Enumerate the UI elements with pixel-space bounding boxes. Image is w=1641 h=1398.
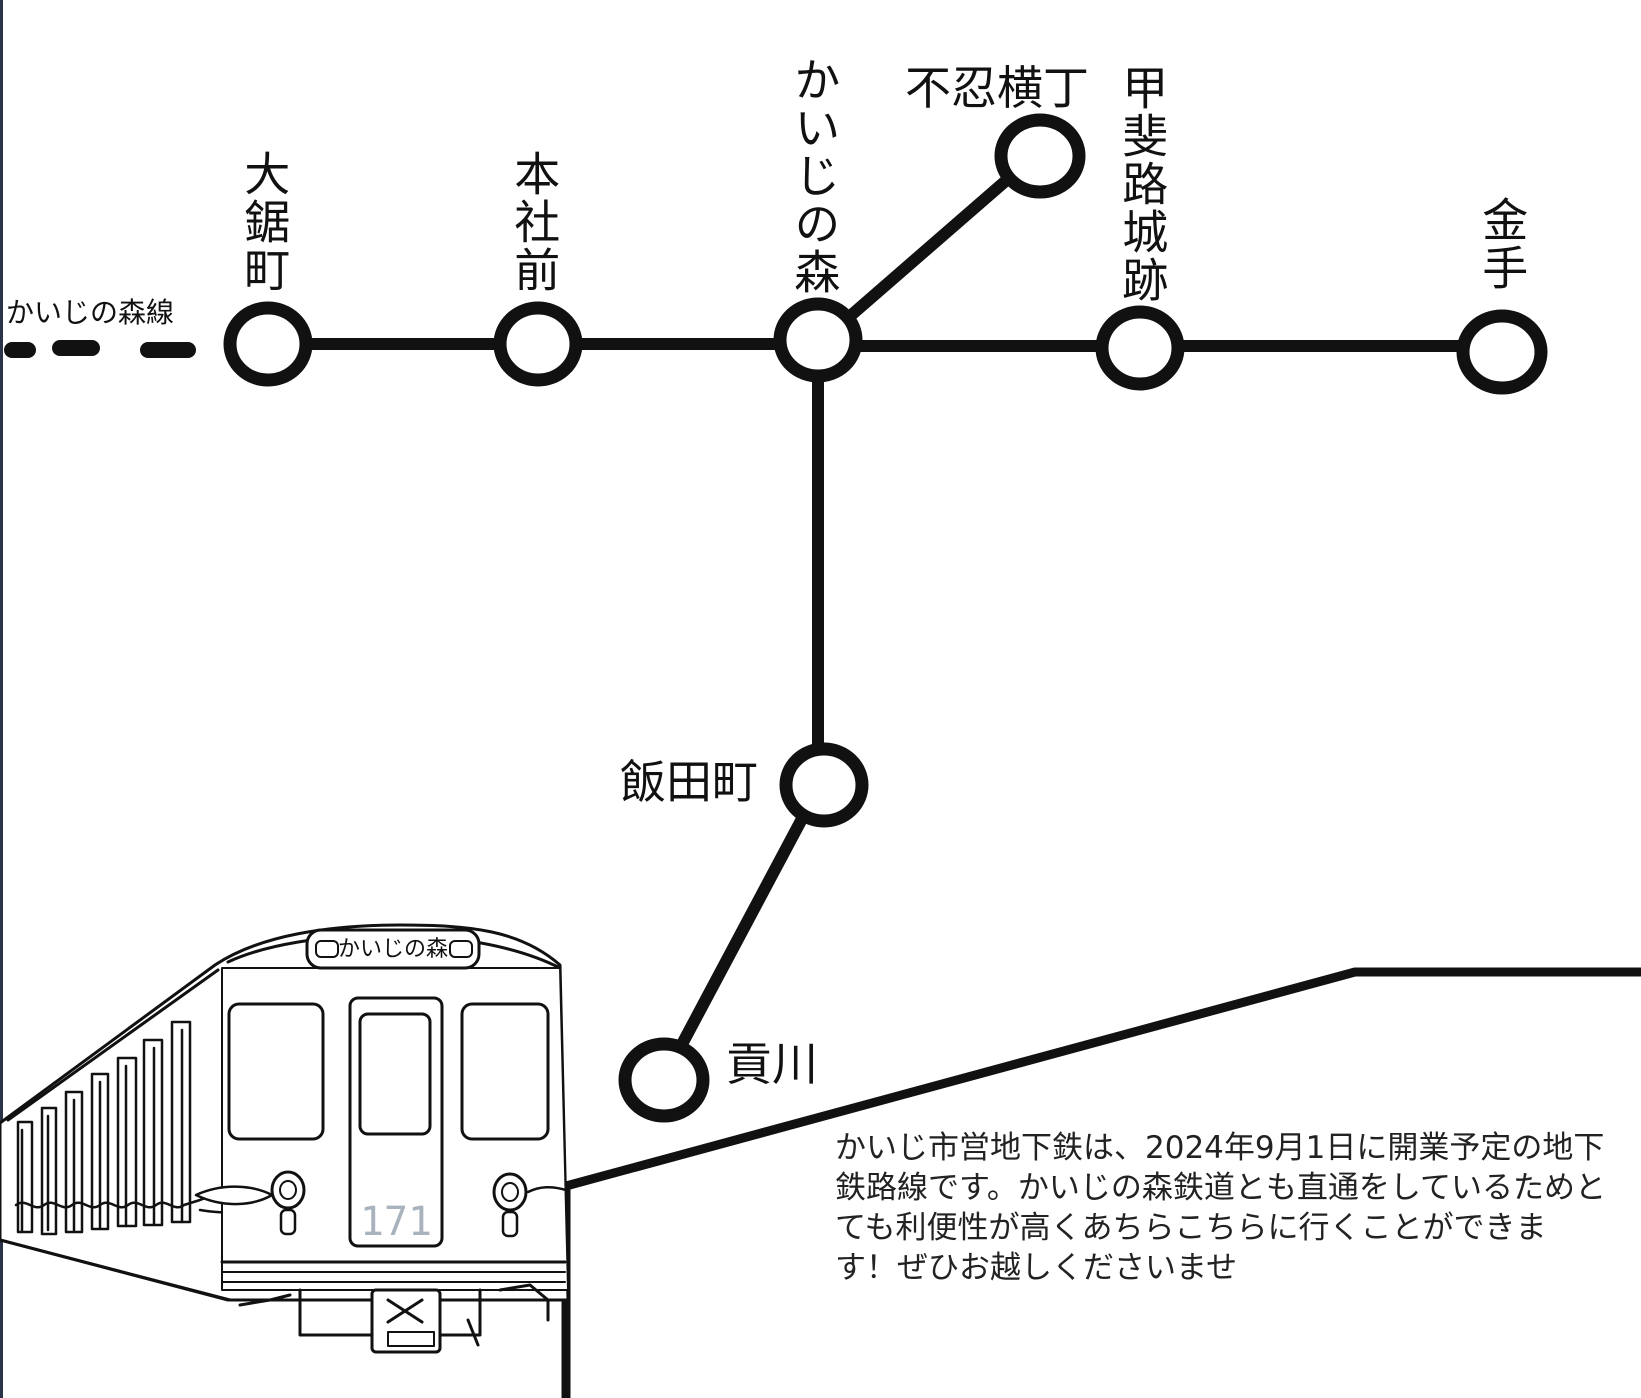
description-line: 鉄路線です。かいじの森鉄道とも直通をしているためと — [835, 1170, 1606, 1206]
description-line: す！ぜひお越しくださいませ — [835, 1250, 1238, 1286]
left-edge-border — [0, 0, 3, 1398]
station-marker-honsha-mae — [493, 301, 583, 387]
car-number: 171 — [360, 1199, 432, 1245]
front-window-left — [227, 1002, 325, 1141]
station-marker-mitsugikawa — [618, 1037, 710, 1123]
train-illustration — [0, 923, 570, 1354]
station-label-okyomachi: 大鋸町 — [237, 150, 292, 294]
track-southwest — [658, 779, 826, 1084]
description-text: かいじ市営地下鉄は、2024年9月1日に開業予定の地下 鉄路線です。かいじの森鉄… — [835, 1128, 1625, 1288]
description-line: ても利便性が高くあちらこちらに行くことができま — [835, 1210, 1547, 1246]
station-markers — [223, 113, 1548, 1123]
station-marker-kaijiro — [1095, 305, 1185, 391]
station-marker-kanete — [1456, 309, 1548, 395]
station-label-kaiji-no-mori: かいじの森 — [787, 56, 842, 296]
station-marker-kaiji-no-mori — [773, 297, 863, 383]
station-marker-shinobazu — [994, 113, 1086, 199]
station-label-mitsugikawa: 貢川 — [726, 1037, 818, 1091]
dashed-line-connection — [4, 340, 196, 358]
description-line: かいじ市営地下鉄は、2024年9月1日に開業予定の地下 — [835, 1130, 1605, 1166]
track-shinobazu-branch — [812, 152, 1038, 350]
station-label-kaijiro: 甲斐路城跡 — [1115, 64, 1170, 304]
side-windows — [16, 1020, 192, 1236]
station-marker-okyomachi — [223, 301, 313, 387]
destination-sign-text: かいじの森 — [338, 937, 448, 962]
station-label-shinobazu: 不忍横丁 — [905, 61, 1089, 115]
line-name-label: かいじの森線 — [6, 296, 175, 329]
station-marker-iidamachi — [779, 742, 869, 828]
front-window-right — [460, 1002, 550, 1141]
station-label-kanete: 金手 — [1475, 196, 1530, 292]
front-door-window — [358, 1012, 432, 1136]
destination-sign-frame — [305, 928, 481, 970]
station-label-iidamachi: 飯田町 — [620, 755, 758, 809]
station-label-honsha-mae: 本社前 — [507, 150, 562, 294]
